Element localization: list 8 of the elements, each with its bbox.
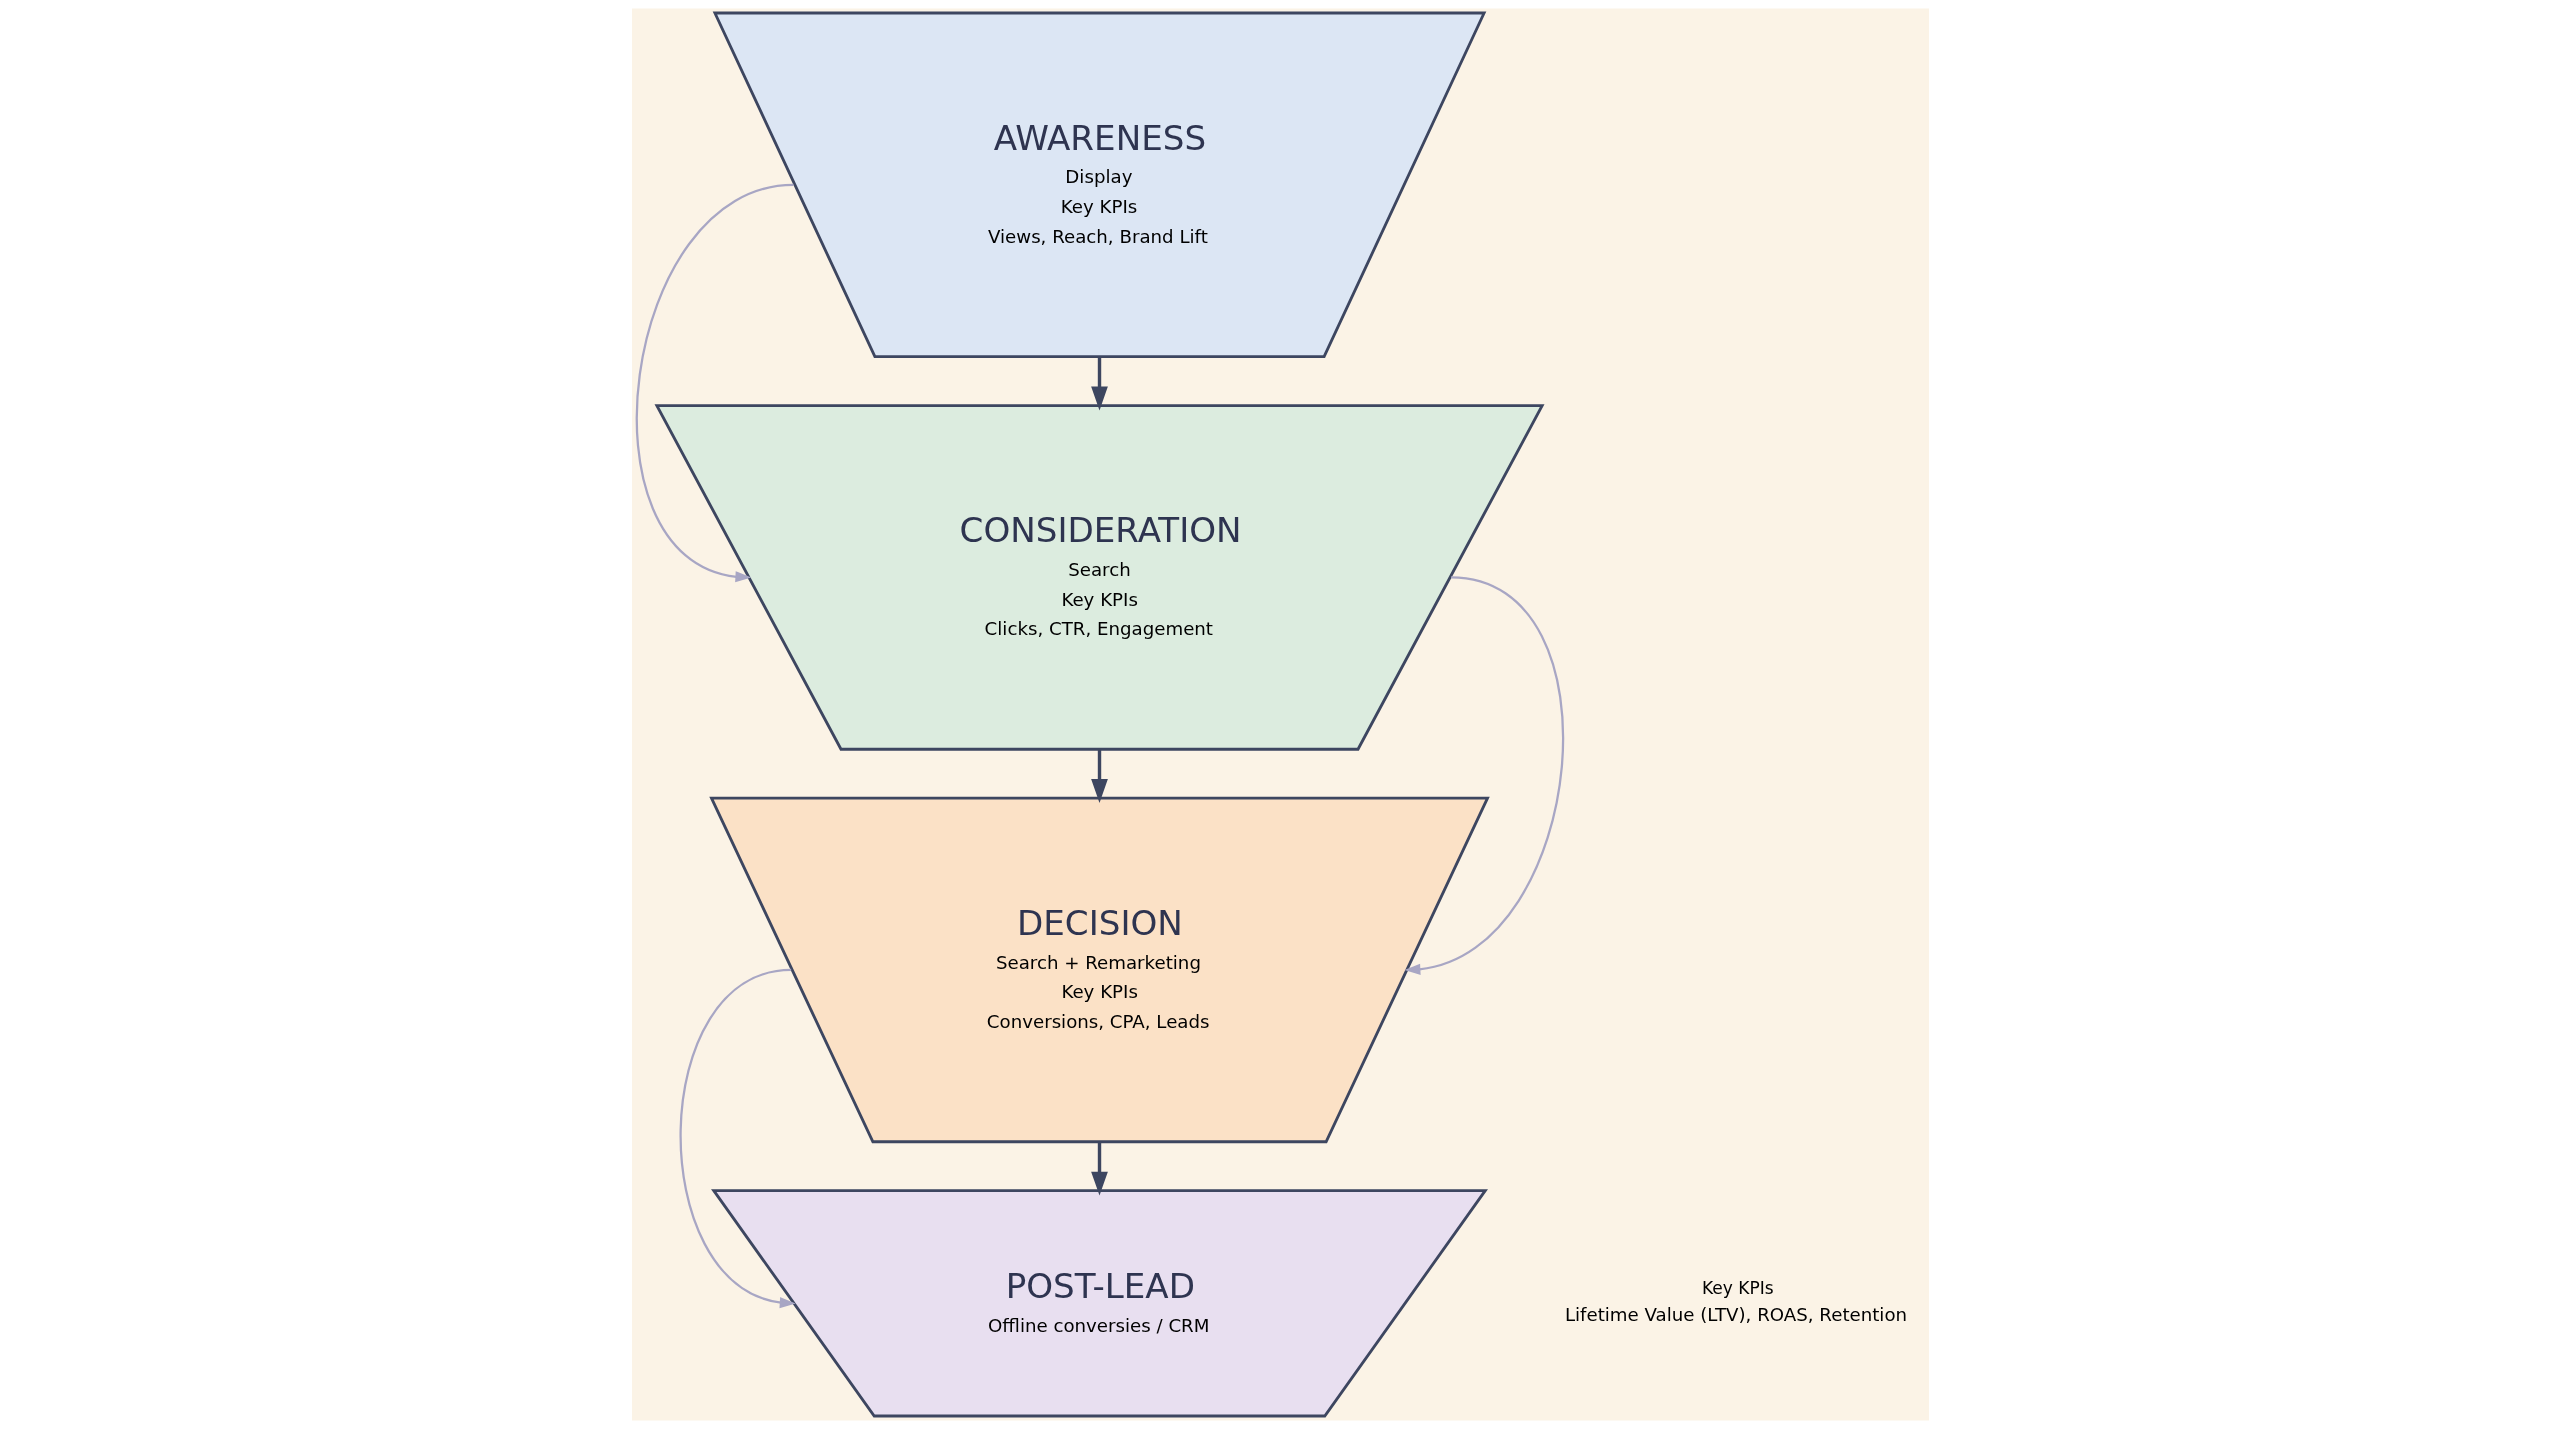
arrow [1403, 576, 1564, 975]
arrow [635, 183, 794, 583]
node-label: Lifetime Value (LTV), ROAS, Retention [1564, 1304, 1907, 1326]
arrow [1090, 749, 1108, 803]
arrow [1090, 1142, 1108, 1196]
node-label: Key KPIs [1701, 1278, 1774, 1299]
arrow [1090, 357, 1108, 411]
arrow [679, 968, 796, 1309]
